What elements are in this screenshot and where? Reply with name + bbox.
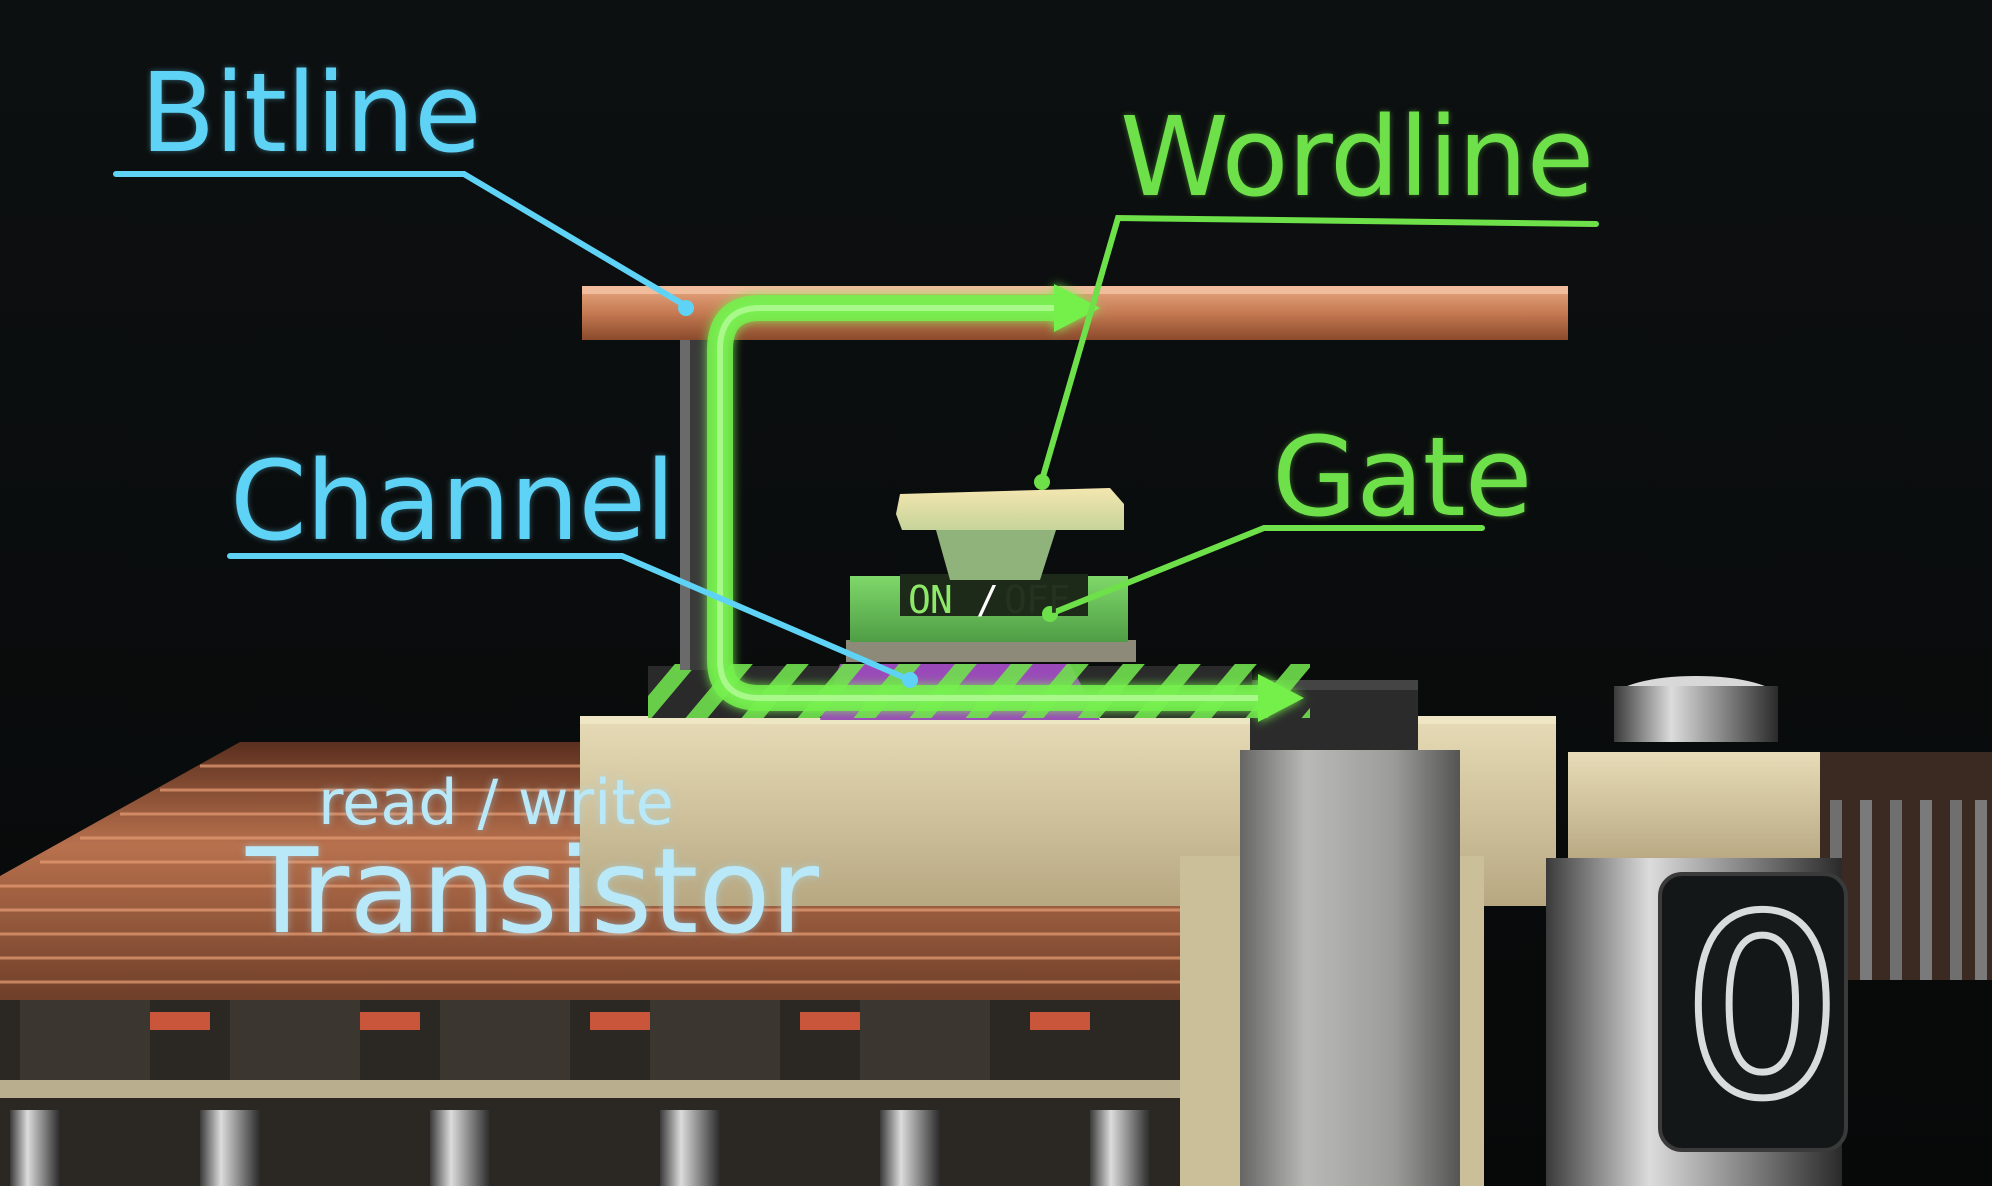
bitline-label: Bitline <box>140 49 482 177</box>
current-flow-arrow <box>707 284 1304 722</box>
arrow-head-bottom <box>1258 674 1304 722</box>
pillar-frame-right <box>1460 856 1484 1186</box>
gate-base <box>846 640 1136 662</box>
right-pedestal <box>1568 752 1820 862</box>
wordline-cap <box>896 488 1124 530</box>
leader-lines <box>113 171 1599 683</box>
wordline-leader <box>1039 214 1599 483</box>
read-write-label: read / write <box>318 766 674 839</box>
gate-on-text: ON <box>908 578 953 622</box>
background-posts-right <box>1830 800 1987 980</box>
pillar-texture <box>1240 750 1460 1186</box>
wordline-label: Wordline <box>1120 93 1594 221</box>
gate-label: Gate <box>1272 413 1532 541</box>
pillar-frame-left <box>1180 856 1240 1186</box>
channel-leader <box>227 553 913 683</box>
arrow-head-top <box>1054 284 1100 332</box>
gate-slash-text: / <box>976 578 999 622</box>
bitline-via-highlight <box>680 330 690 670</box>
bit-display-box <box>1658 872 1848 1152</box>
leader-dots <box>678 300 1058 688</box>
bit-value-digit: 0 <box>1679 868 1846 1148</box>
capacitor-pillar <box>1240 750 1460 1186</box>
drain-contact-top <box>1250 680 1418 690</box>
gate-off-text: OFF <box>1004 578 1071 622</box>
bitline-leader <box>113 171 689 309</box>
channel-label: Channel <box>230 437 676 565</box>
right-cap-body <box>1614 686 1778 742</box>
lower-array-cylinders <box>10 1110 1150 1186</box>
lower-array-cells <box>0 1000 1200 1098</box>
wordline-stem <box>936 530 1056 580</box>
bitline-bar-highlight <box>582 286 1568 294</box>
transistor-label: Transistor <box>246 822 820 960</box>
gate-leader <box>1047 525 1485 617</box>
